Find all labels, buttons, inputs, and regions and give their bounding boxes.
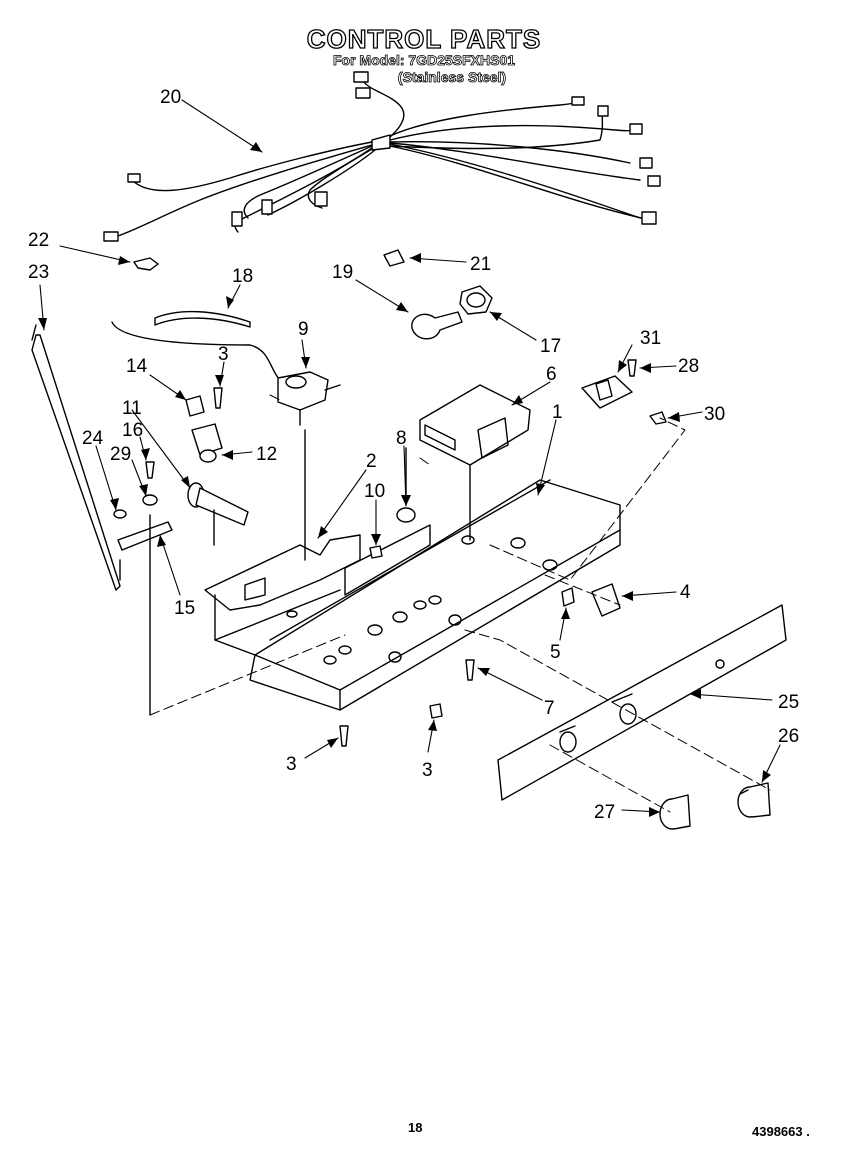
callout-31: 31 [640,328,661,349]
button-part [561,587,575,607]
lever-part [117,521,173,551]
screw-part [627,359,637,377]
callout-4: 4 [680,582,691,603]
callout-3-upper: 3 [218,344,229,365]
callout-3-right: 3 [422,760,433,781]
grommet-part [396,507,416,523]
clip-part [133,257,159,271]
wire-harness-part [103,71,661,242]
callout-29: 29 [110,444,131,465]
callout-17: 17 [540,336,561,357]
variant-subtitle: (Stainless Steel) [397,69,507,86]
page-number: 18 [408,1120,423,1135]
switch-part [591,583,621,617]
page-title: CONTROL PARTS [306,23,542,54]
model-subtitle: For Model: 7GD25SFXHS01 [332,52,516,69]
document-number: 4398663 . [752,1124,810,1139]
callout-24: 24 [82,428,104,449]
callout-1: 1 [552,402,563,423]
callout-15: 15 [174,598,195,619]
knob-part [659,794,691,830]
screw-part [145,461,155,479]
callout-16: 16 [122,420,143,441]
callout-5: 5 [550,642,561,663]
light-bulb-part [411,311,463,340]
callout-8: 8 [396,428,407,449]
callout-25: 25 [778,692,799,713]
callout-21: 21 [470,254,491,275]
block-part [185,395,205,417]
callout-10: 10 [364,481,385,502]
callout-19: 19 [332,262,353,283]
rod-part [31,334,121,591]
washer-part [113,509,127,519]
mounting-plate-part [204,429,361,611]
callout-18: 18 [232,266,253,287]
screw-part [429,703,443,719]
clip-part [649,411,667,425]
callout-14: 14 [126,356,148,377]
screw-part [369,545,383,559]
callout-30: 30 [704,404,725,425]
callout-26: 26 [778,726,799,747]
shaft-part [187,482,249,546]
callout-23: 23 [28,262,49,283]
callout-6: 6 [546,364,557,385]
callout-3-left: 3 [286,754,297,775]
callout-12: 12 [256,444,277,465]
screw-part [339,725,349,747]
lamp-socket-part [459,285,493,315]
callout-22: 22 [28,230,49,251]
callout-2: 2 [366,451,377,472]
callout-20: 20 [160,87,181,108]
callout-11: 11 [122,398,142,419]
bracket-part [191,423,223,456]
callout-27: 27 [594,802,615,823]
callout-7: 7 [544,698,555,719]
bracket-part [383,249,405,267]
washer-part [142,494,158,506]
thermostat-part [581,375,633,409]
control-board-part [419,384,531,466]
control-panel-part [497,604,787,801]
switch-part [277,371,341,426]
screw-part [213,387,223,409]
callout-9: 9 [298,319,309,340]
callout-labels: 20 22 23 18 19 21 17 9 3 14 11 16 12 24 … [28,87,799,823]
control-housing-part [214,419,621,711]
tube-part [154,310,251,328]
screw-part [465,659,475,681]
callout-28: 28 [678,356,699,377]
knob-part [737,782,771,818]
